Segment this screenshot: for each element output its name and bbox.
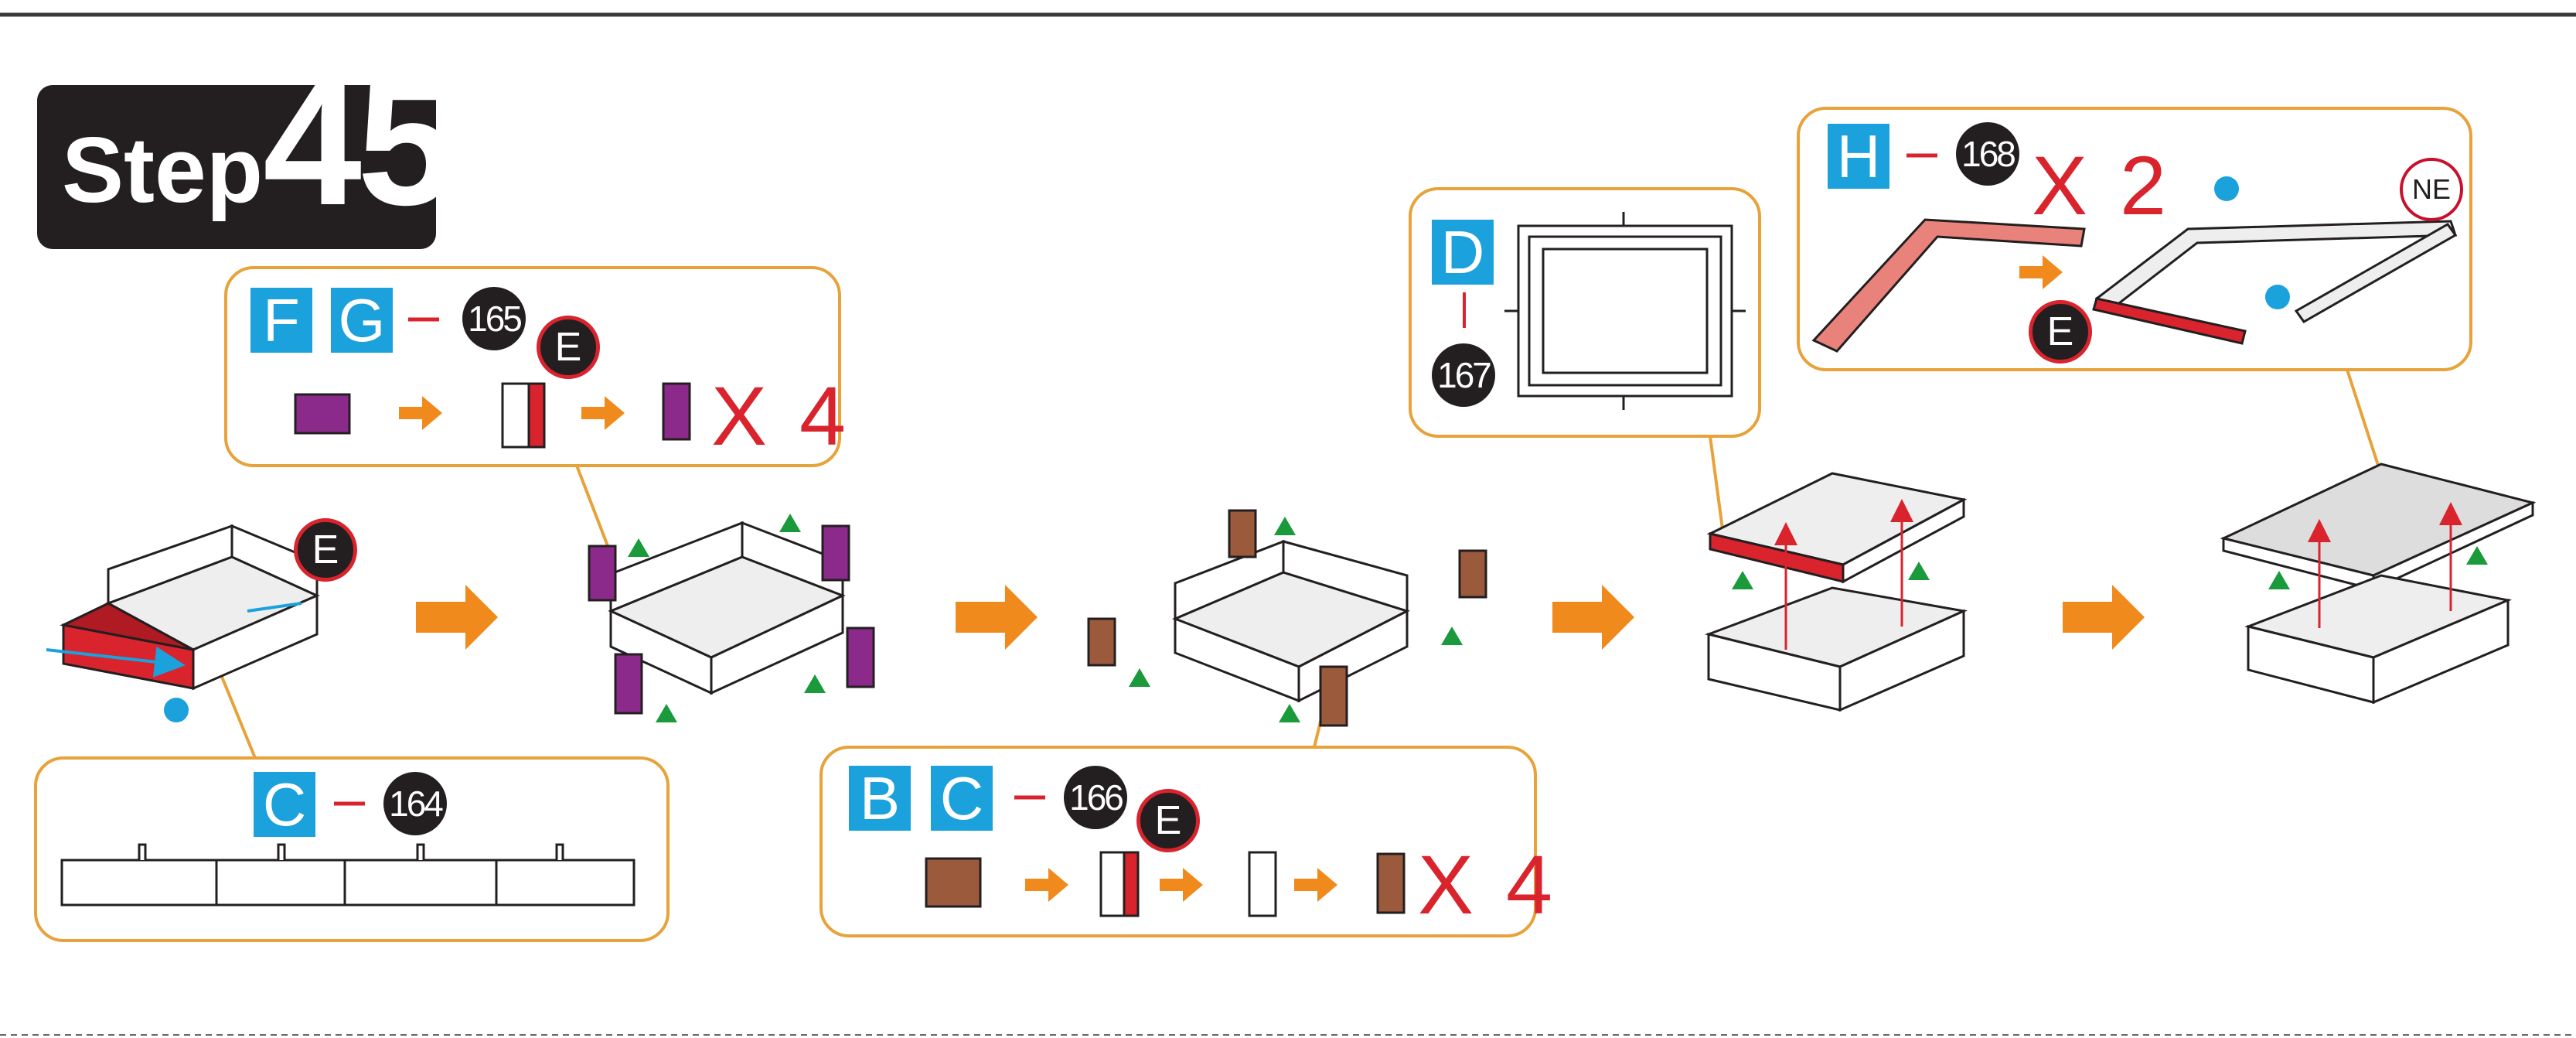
dash xyxy=(1014,795,1045,800)
green-triangle-icon xyxy=(1732,562,1930,589)
part-number-165: 165 xyxy=(462,287,526,350)
part-c-strip xyxy=(60,843,635,907)
part-letter-d: D xyxy=(1432,220,1494,285)
part-h-pieces xyxy=(1811,218,2458,353)
part-number-164: 164 xyxy=(383,772,447,835)
green-triangle-icon xyxy=(2268,546,2488,589)
stage2-box xyxy=(588,521,875,715)
step-arrow-icon xyxy=(1294,868,1337,902)
part-letter-c: C xyxy=(254,772,315,837)
green-triangle-icon xyxy=(1129,517,1463,722)
dash xyxy=(408,317,439,322)
step-badge: Step 45 xyxy=(37,54,456,249)
part-letter-f: F xyxy=(250,288,312,353)
step-arrow-icon xyxy=(416,585,498,650)
dash xyxy=(334,801,365,806)
part-letter-c: C xyxy=(931,766,993,831)
blue-dot-icon xyxy=(2214,176,2239,201)
step-arrow-icon xyxy=(1160,868,1203,902)
stage1-box xyxy=(46,524,320,691)
green-triangle-icon xyxy=(628,514,826,722)
quantity-x4: X 4 xyxy=(1418,838,1558,931)
marker-e: E xyxy=(537,316,600,379)
dash xyxy=(1906,153,1937,158)
part-number-168: 168 xyxy=(1956,122,2019,186)
part-letter-b: B xyxy=(849,766,911,831)
bc-pieces xyxy=(925,851,1406,917)
stage3-box xyxy=(1087,509,1487,727)
quantity-x4: X 4 xyxy=(711,369,851,463)
marker-e: E xyxy=(2029,300,2092,364)
step-arrow-icon xyxy=(2019,255,2063,289)
step-arrow-icon xyxy=(2063,585,2145,650)
step-number: 45 xyxy=(263,43,456,242)
part-letter-g: G xyxy=(331,288,393,353)
blue-dot-icon xyxy=(2265,285,2290,309)
marker-e: E xyxy=(1136,789,1200,852)
step-word: Step xyxy=(62,118,264,222)
part-d-frame xyxy=(1504,212,1746,410)
stage4-assembly xyxy=(1704,472,1968,712)
step-arrow-icon xyxy=(1025,868,1068,902)
quantity-x2: X 2 xyxy=(2032,138,2172,232)
stage5-assembly xyxy=(2220,463,2537,705)
fg-pieces xyxy=(294,382,691,449)
marker-e: E xyxy=(294,518,357,582)
blue-dot-icon xyxy=(164,698,189,722)
part-letter-h: H xyxy=(1828,124,1889,189)
part-number-166: 166 xyxy=(1064,766,1127,829)
step-arrow-icon xyxy=(399,396,442,430)
step-arrow-icon xyxy=(1552,585,1634,650)
step-arrow-icon xyxy=(581,396,625,430)
marker-ne: NE xyxy=(2400,158,2463,221)
step-arrow-icon xyxy=(956,585,1038,650)
part-number-167: 167 xyxy=(1432,343,1495,407)
